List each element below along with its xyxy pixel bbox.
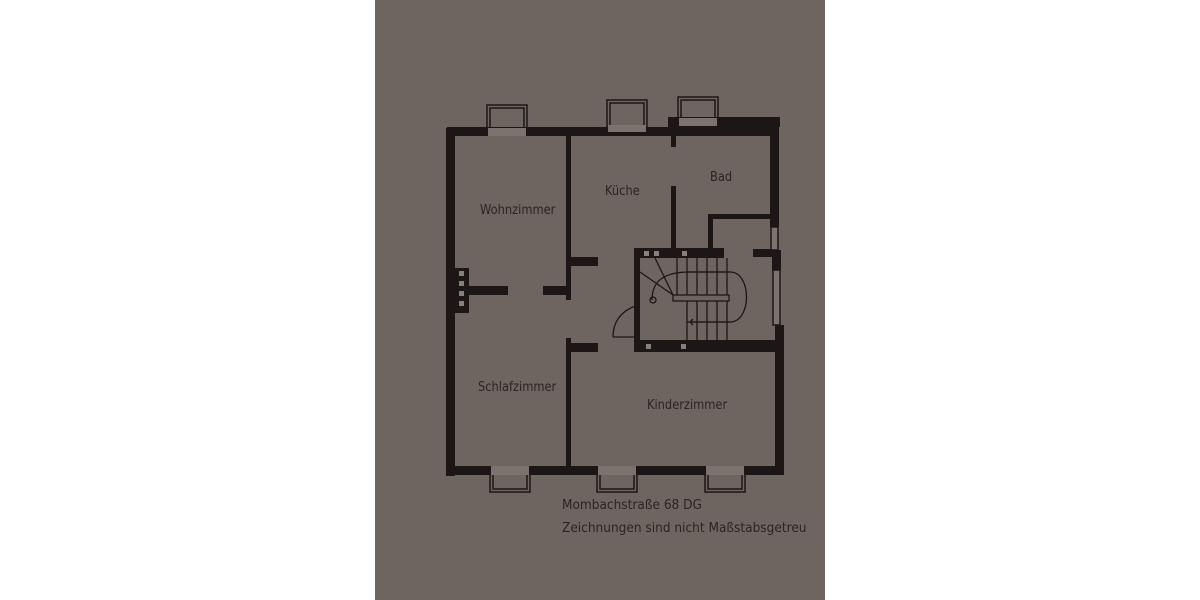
interior-wall-lower: [566, 338, 571, 468]
room-label-schlafzimmer: Schlafzimmer: [478, 380, 557, 395]
room-label-wohnzimmer: Wohnzimmer: [480, 203, 556, 218]
room-label-kueche: Küche: [605, 184, 640, 199]
room-label-bad: Bad: [710, 170, 733, 185]
left-wall: [446, 128, 455, 476]
caption-address: Mombachstraße 68 DG: [562, 497, 702, 513]
interior-wall-upper: [566, 130, 571, 300]
room-label-kinderzimmer: Kinderzimmer: [647, 398, 728, 413]
right-wall-lower: [775, 325, 784, 473]
caption-scale-note: Zeichnungen sind nicht Maßstabsgetreu: [562, 520, 807, 536]
staircase: [612, 257, 748, 340]
right-wall-upper: [770, 117, 779, 227]
